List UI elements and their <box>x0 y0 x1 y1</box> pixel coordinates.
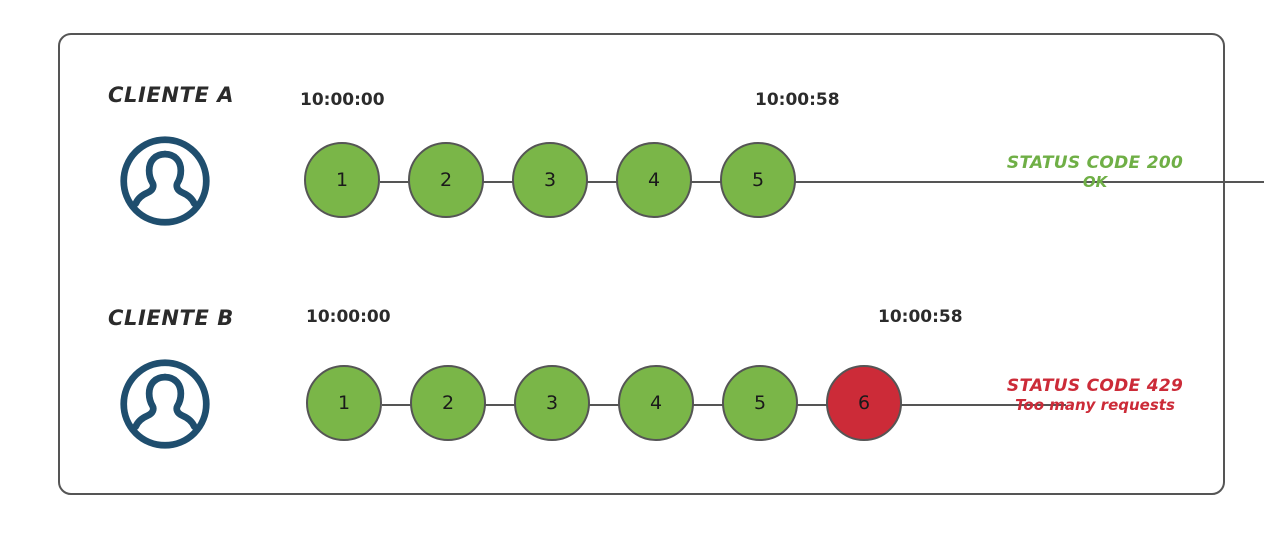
user-avatar-icon <box>117 356 213 452</box>
client-a-label: CLIENTE A <box>108 83 235 107</box>
client-b-status-badge: STATUS CODE 429 Too many requests <box>970 376 1220 414</box>
request-node-6-blocked[interactable]: 6 <box>826 365 902 441</box>
request-node-1[interactable]: 1 <box>306 365 382 441</box>
client-a-status-badge: STATUS CODE 200 OK <box>970 153 1220 191</box>
chain-tail-connector <box>800 180 1264 184</box>
client-row-b: CLIENTE B 10:00:00 10:00:58 1 2 3 4 5 6 … <box>60 35 1223 493</box>
user-avatar-icon <box>117 133 213 229</box>
request-node-2[interactable]: 2 <box>408 142 484 218</box>
request-node-3[interactable]: 3 <box>514 365 590 441</box>
client-b-label: CLIENTE B <box>108 306 234 330</box>
client-a-start-time: 10:00:00 <box>300 90 385 110</box>
status-code-line: STATUS CODE 200 <box>1006 153 1184 173</box>
request-node-5[interactable]: 5 <box>720 142 796 218</box>
status-message-line: OK <box>1082 173 1108 191</box>
client-b-end-time: 10:00:58 <box>878 307 963 327</box>
request-node-5[interactable]: 5 <box>722 365 798 441</box>
status-code-line: STATUS CODE 429 <box>1006 376 1184 396</box>
status-message-line: Too many requests <box>1015 396 1175 414</box>
chain-connector <box>380 180 812 184</box>
client-a-end-time: 10:00:58 <box>755 90 840 110</box>
client-b-start-time: 10:00:00 <box>306 307 391 327</box>
request-node-2[interactable]: 2 <box>410 365 486 441</box>
client-b-request-chain: 1 2 3 4 5 6 <box>306 365 1066 445</box>
request-node-3[interactable]: 3 <box>512 142 588 218</box>
chain-tail-connector <box>906 403 1066 407</box>
client-row-a: CLIENTE A 10:00:00 10:00:58 1 2 3 4 5 ST… <box>60 35 1264 493</box>
client-a-request-chain: 1 2 3 4 5 <box>304 142 1264 222</box>
request-node-4[interactable]: 4 <box>616 142 692 218</box>
request-node-4[interactable]: 4 <box>618 365 694 441</box>
diagram-frame: CLIENTE A 10:00:00 10:00:58 1 2 3 4 5 ST… <box>58 33 1264 495</box>
request-node-1[interactable]: 1 <box>304 142 380 218</box>
